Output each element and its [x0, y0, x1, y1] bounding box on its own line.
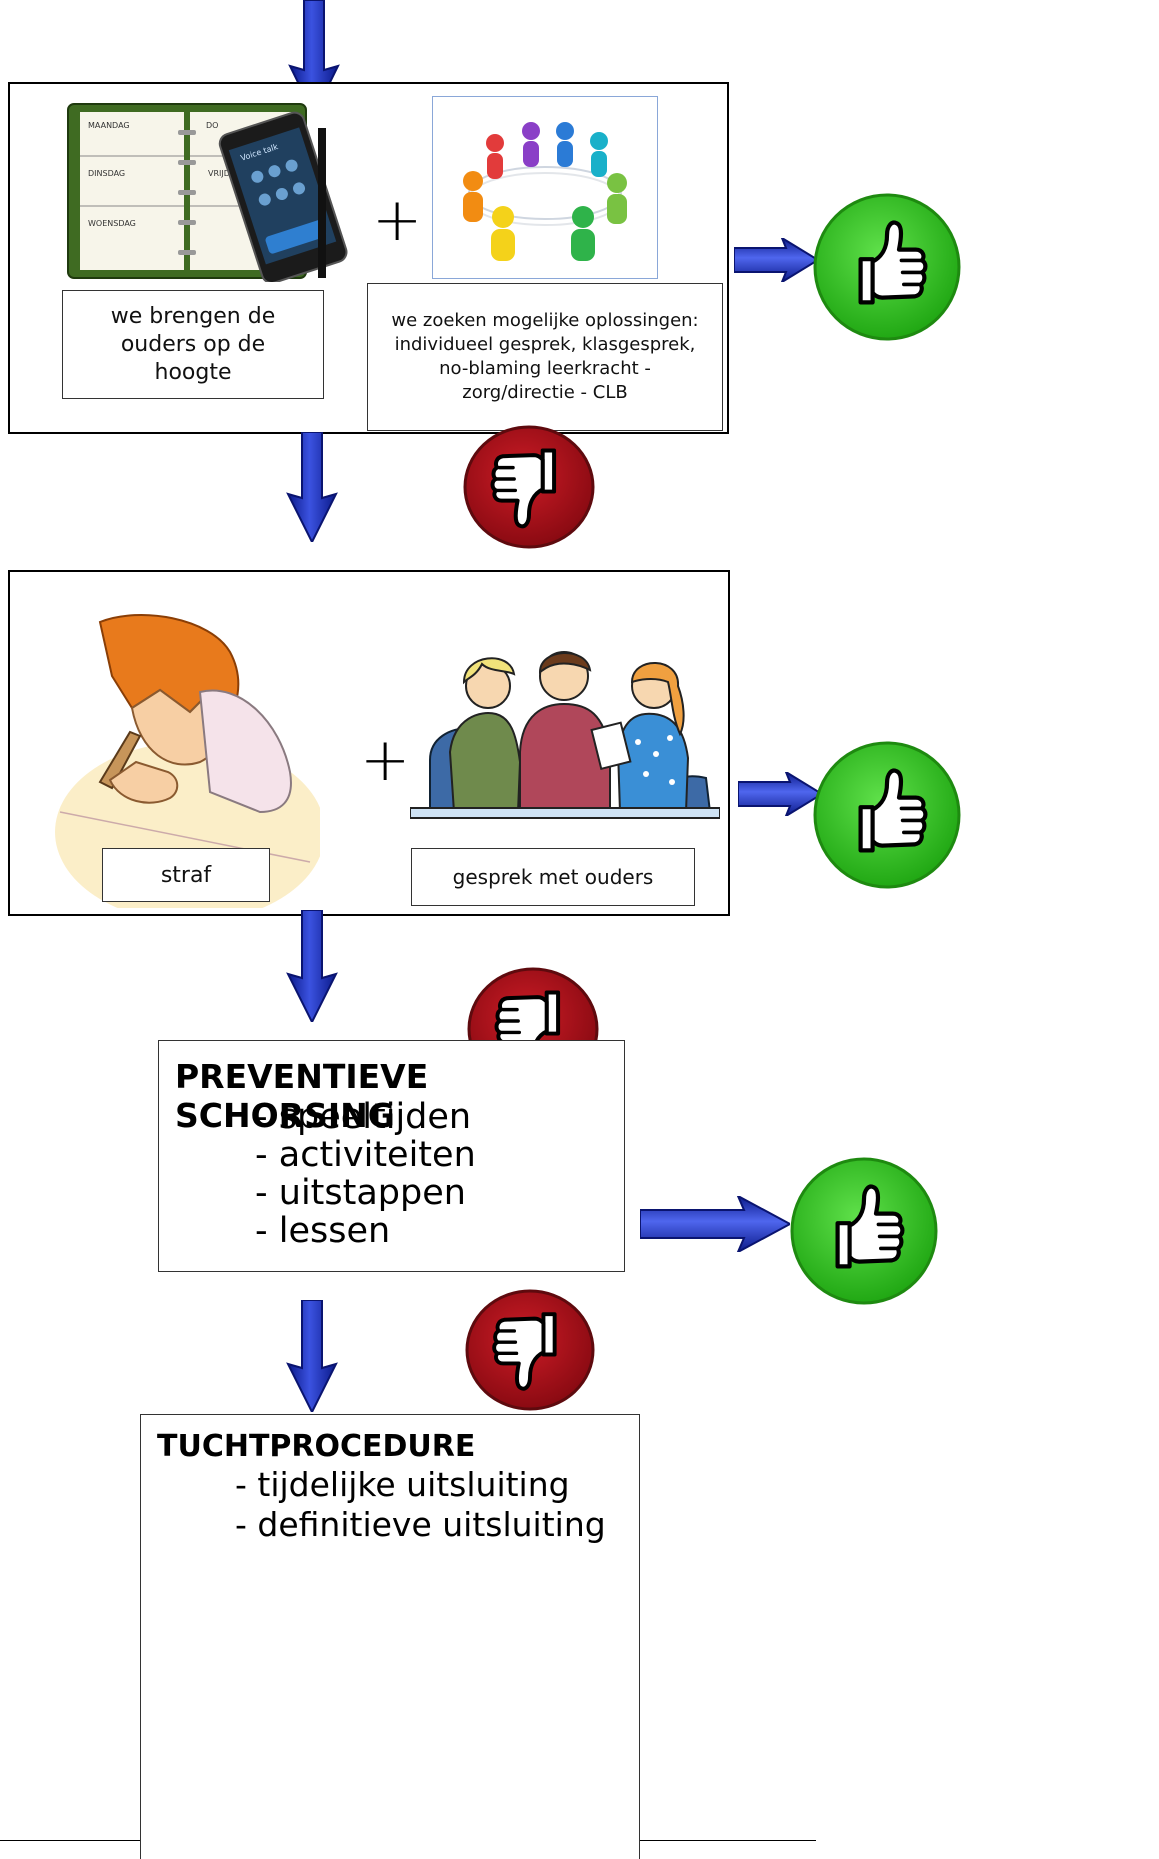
- bottom-rule-left: [0, 1840, 140, 1841]
- agenda-day-label: MAANDAG: [88, 121, 130, 130]
- agenda-phone-illustration: MAANDAG DINSDAG WOENSDAG DO VRIJDA Voice…: [66, 98, 350, 284]
- caption-find-solutions: we zoeken mogelijke oplossingen: individ…: [367, 283, 723, 431]
- thumbs-up-icon: [812, 740, 962, 890]
- thumbs-up-icon: [812, 192, 962, 342]
- preventive-suspension-item: - lessen: [255, 1211, 391, 1251]
- preventive-suspension-item: - uitstappen: [255, 1173, 466, 1213]
- plus-sign: +: [360, 725, 411, 795]
- agenda-day-label: WOENSDAG: [88, 219, 136, 228]
- box-disciplinary-procedure: TUCHTPROCEDURE - tijdelijke uitsluiting …: [140, 1414, 640, 1859]
- round-table-meeting-illustration: [432, 96, 658, 279]
- preventive-suspension-title: PREVENTIEVE SCHORSING: [175, 1057, 429, 1135]
- disciplinary-procedure-item: - definitieve uitsluiting: [235, 1505, 606, 1544]
- agenda-day-label: DO: [206, 121, 218, 130]
- caption-punishment: straf: [102, 848, 270, 902]
- plus-sign: +: [372, 185, 423, 255]
- right-arrow-icon: [737, 769, 824, 819]
- disciplinary-procedure-item: - tijdelijke uitsluiting: [235, 1465, 570, 1504]
- agenda-day-label: VRIJDA: [208, 169, 236, 178]
- bottom-rule-right: [640, 1840, 816, 1841]
- agenda-day-label: DINSDAG: [88, 169, 125, 178]
- thumbs-down-icon: [462, 424, 596, 550]
- right-arrow-icon: [733, 235, 820, 285]
- preventive-suspension-item: - activiteiten: [255, 1135, 476, 1175]
- panel-step-2: + straf gesprek met ouders: [8, 570, 730, 922]
- down-arrow-icon: [286, 1299, 338, 1415]
- preventive-suspension-item: - speeltijden: [255, 1097, 472, 1137]
- panel-step-1: MAANDAG DINSDAG WOENSDAG DO VRIJDA Voice…: [8, 82, 729, 434]
- parent-meeting-illustration: [409, 642, 721, 832]
- right-arrow-icon: [639, 1193, 793, 1255]
- thumbs-up-icon: [788, 1156, 940, 1306]
- thumbs-down-icon: [464, 1288, 596, 1412]
- box-preventive-suspension: PREVENTIEVE SCHORSING - speeltijden - ac…: [158, 1040, 625, 1272]
- disciplinary-procedure-title: TUCHTPROCEDURE: [157, 1429, 476, 1464]
- caption-inform-parents: we brengen de ouders op de hoogte: [62, 290, 324, 399]
- caption-parent-meeting: gesprek met ouders: [411, 848, 695, 906]
- down-arrow-icon: [286, 431, 338, 545]
- down-arrow-icon: [286, 909, 338, 1025]
